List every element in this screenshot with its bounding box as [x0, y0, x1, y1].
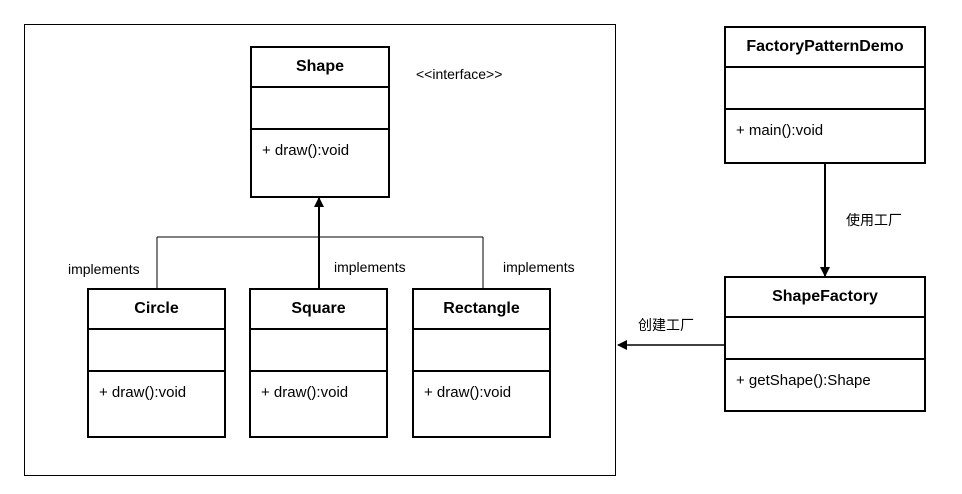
factory-pattern-demo-class-name: FactoryPatternDemo [726, 28, 924, 68]
shape-class-name: Shape [252, 48, 388, 88]
shape-method: + draw():void [262, 142, 350, 159]
rectangle-class[interactable]: Rectangle + draw():void [412, 288, 551, 438]
square-class-name: Square [251, 290, 386, 330]
shapes-group-frame [24, 24, 616, 476]
square-method: + draw():void [261, 384, 349, 401]
circle-class[interactable]: Circle + draw():void [87, 288, 226, 438]
shape-factory-class[interactable]: ShapeFactory + getShape():Shape [724, 276, 926, 412]
circle-attributes [89, 330, 224, 372]
rectangle-class-name: Rectangle [414, 290, 549, 330]
rectangle-attributes [414, 330, 549, 372]
rectangle-method: + draw():void [424, 384, 512, 401]
rectangle-implements-label: implements [503, 259, 575, 275]
circle-implements-label: implements [68, 261, 140, 277]
factory-pattern-demo-method: + main():void [736, 122, 824, 139]
circle-method: + draw():void [99, 384, 187, 401]
shape-stereotype: <<interface>> [416, 66, 503, 82]
factory-pattern-demo-attributes [726, 68, 924, 110]
shape-factory-attributes [726, 318, 924, 360]
square-class[interactable]: Square + draw():void [249, 288, 388, 438]
square-attributes [251, 330, 386, 372]
uses-factory-label: 使用工厂 [846, 212, 902, 228]
shape-factory-class-name: ShapeFactory [726, 278, 924, 318]
circle-class-name: Circle [89, 290, 224, 330]
factory-pattern-demo-class[interactable]: FactoryPatternDemo + main():void [724, 26, 926, 164]
shape-class[interactable]: Shape + draw():void [250, 46, 390, 198]
creates-factory-label: 创建工厂 [638, 317, 694, 333]
shape-factory-method: + getShape():Shape [736, 372, 871, 389]
shape-attributes [252, 88, 388, 130]
square-implements-label: implements [334, 259, 406, 275]
